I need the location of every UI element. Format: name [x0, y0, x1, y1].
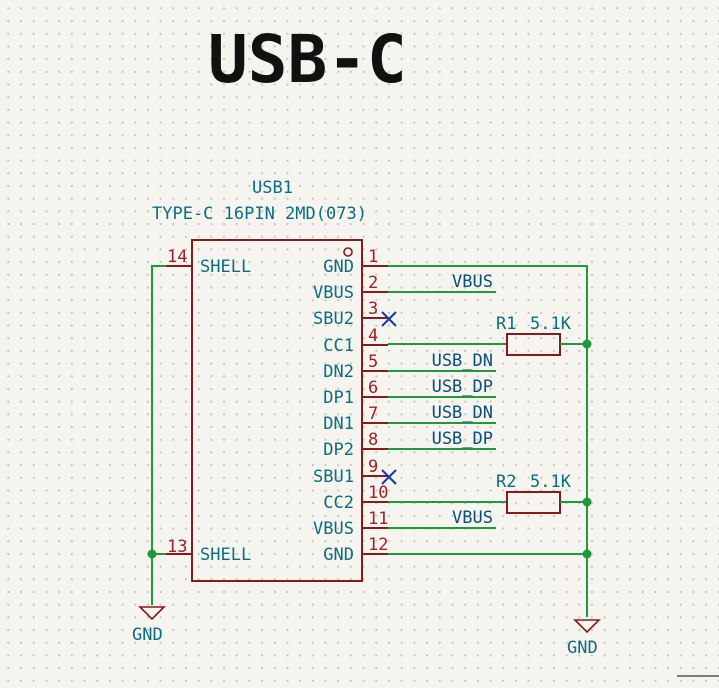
- pin-name: DP1: [323, 388, 354, 408]
- pin-name: VBUS: [313, 519, 354, 539]
- no-connect-sbu2: [381, 311, 397, 327]
- pin-name: SBU1: [313, 467, 354, 487]
- pin-number: 14: [167, 247, 187, 267]
- net-label-text: USB_DP: [432, 377, 493, 397]
- pin-name: SHELL: [200, 545, 251, 565]
- net-label-text: USB_DP: [432, 429, 493, 449]
- pin-number: 12: [368, 535, 388, 555]
- usb-connector-body[interactable]: [191, 239, 363, 582]
- ground-rail-right: [388, 265, 592, 617]
- right-pin-group: 1GND2VBUS3SBU24CC15DN26DP17DN18DP29SBU11…: [313, 247, 388, 565]
- resistor-value: 5.1K: [530, 472, 572, 492]
- pin-number: 7: [368, 404, 378, 424]
- ground-label-right: GND: [567, 638, 598, 658]
- pin-number: 10: [368, 483, 388, 503]
- pin-number: 3: [368, 299, 378, 319]
- resistor-value: 5.1K: [530, 314, 572, 334]
- junction-dot: [147, 549, 157, 559]
- resistor-ref: R1: [496, 314, 516, 334]
- pin-name: SHELL: [200, 257, 251, 277]
- net-label-usb-dp[interactable]: USB_DP: [388, 377, 496, 398]
- left-pin-13[interactable]: 13 SHELL: [166, 537, 251, 565]
- component-reference: USB1: [252, 178, 293, 198]
- shell-ground-wire: [147, 265, 166, 605]
- net-label-usb-dn[interactable]: USB_DN: [388, 403, 496, 424]
- net-label-text: VBUS: [452, 508, 493, 528]
- pin-name: SBU2: [313, 309, 354, 329]
- pin-number: 13: [167, 537, 187, 557]
- net-label-usb-dn[interactable]: USB_DN: [388, 351, 496, 372]
- ground-symbol-right[interactable]: GND: [567, 619, 601, 658]
- pin-number: 1: [368, 247, 378, 267]
- ground-label-left: GND: [132, 625, 163, 645]
- pin-name: CC1: [323, 336, 354, 356]
- net-label-usb-dp[interactable]: USB_DP: [388, 429, 496, 450]
- pin-number: 11: [368, 509, 388, 529]
- net-label-text: USB_DN: [432, 351, 493, 371]
- net-label-vbus[interactable]: VBUS: [388, 508, 496, 529]
- pin-number: 4: [368, 326, 378, 346]
- pin-number: 5: [368, 352, 378, 372]
- net-label-group: VBUS USB_DN USB_DP USB_DN USB_DP VBUS: [388, 272, 496, 529]
- sheet-title: USB-C: [208, 21, 407, 98]
- no-connect-sbu1: [381, 469, 397, 485]
- pin-name: GND: [323, 545, 354, 565]
- pin-number: 8: [368, 430, 378, 450]
- pin-name: DN1: [323, 414, 354, 434]
- left-pin-14[interactable]: 14 SHELL: [166, 247, 251, 277]
- pin-name: DP2: [323, 440, 354, 460]
- ground-symbol-left[interactable]: GND: [132, 606, 166, 645]
- pin-name: DN2: [323, 362, 354, 382]
- resistor-r1[interactable]: R1 5.1K: [388, 314, 587, 356]
- resistor-r2[interactable]: R2 5.1K: [388, 472, 587, 514]
- component-value: TYPE-C 16PIN 2MD(073): [152, 204, 367, 224]
- pin-name: GND: [323, 257, 354, 277]
- pin-number: 2: [368, 273, 378, 293]
- pin1-marker: [343, 247, 353, 257]
- net-label-text: USB_DN: [432, 403, 493, 423]
- pin-name: CC2: [323, 493, 354, 513]
- resistor-ref: R2: [496, 472, 516, 492]
- pin-number: 6: [368, 378, 378, 398]
- pin-name: VBUS: [313, 283, 354, 303]
- pin-number: 9: [368, 457, 378, 477]
- junction-dot: [582, 549, 592, 559]
- net-label-text: VBUS: [452, 272, 493, 292]
- net-label-vbus[interactable]: VBUS: [388, 272, 496, 293]
